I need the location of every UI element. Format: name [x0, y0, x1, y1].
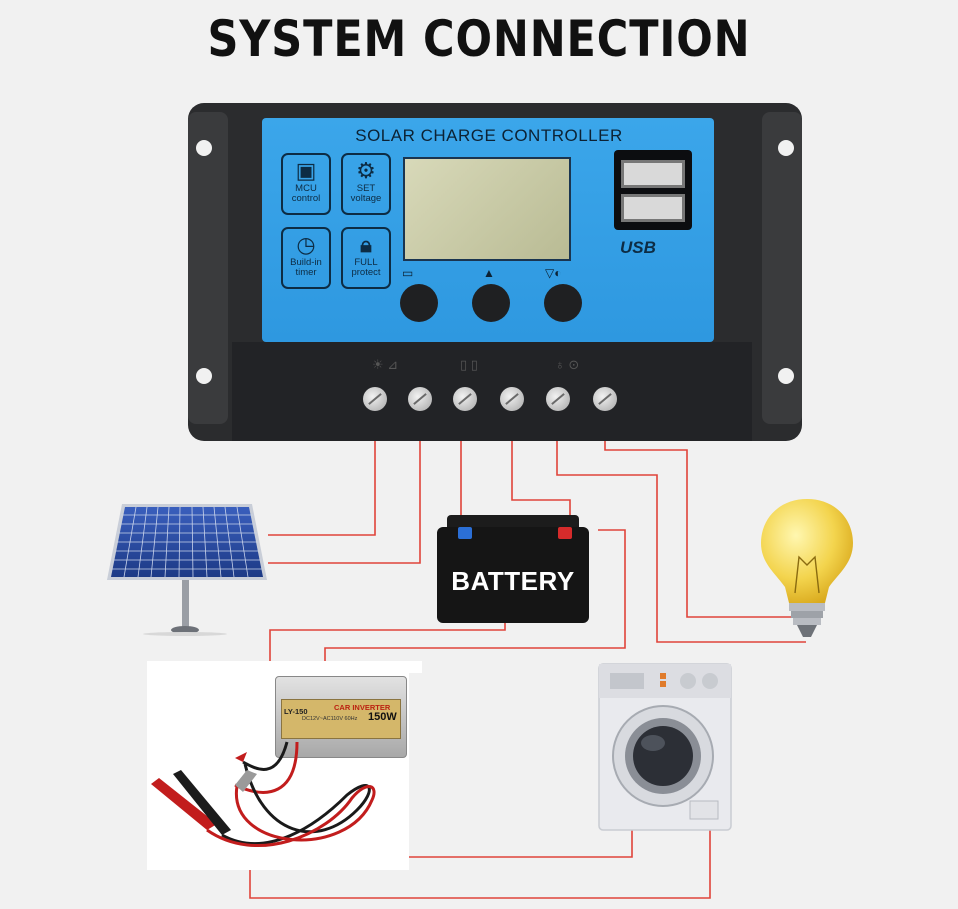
terminal-block — [232, 342, 752, 441]
clamp-icon — [151, 752, 257, 835]
down-button[interactable] — [544, 284, 582, 322]
wire-solar-positive — [268, 400, 376, 536]
feature-line1: MCU — [295, 183, 317, 194]
battery-positive-terminal — [558, 527, 572, 539]
terminal-screw — [453, 387, 477, 411]
feature-mcu-control: ▣ MCU control — [281, 153, 331, 215]
controller-label: SOLAR CHARGE CONTROLLER — [355, 126, 623, 145]
battery-terminal-icon: ▯ ▯ — [460, 357, 478, 372]
inverter-spec: DC12V~AC110V 60Hz — [302, 716, 358, 722]
chip-icon: ▣ — [295, 158, 317, 183]
terminal-screw — [500, 387, 524, 411]
feature-line1: FULL — [354, 257, 378, 268]
feature-line2: voltage — [350, 193, 382, 204]
wire-washer-2 — [249, 830, 711, 899]
wire-washer-1 — [409, 830, 633, 858]
page-title: SYSTEM CONNECTION — [207, 10, 751, 68]
feature-line1: Build-in — [290, 257, 322, 268]
up-arrow-icon: ▲ — [483, 266, 495, 280]
inverter-cables — [151, 741, 376, 847]
feature-full-protect: 🔒︎ FULL protect — [341, 227, 391, 289]
solar-panel-icon — [107, 504, 267, 636]
mounting-hole — [778, 368, 794, 384]
up-button[interactable] — [472, 284, 510, 322]
mounting-hole — [778, 140, 794, 156]
lcd-display — [403, 157, 571, 261]
wire-inverter-positive — [324, 529, 626, 662]
usb-port[interactable] — [621, 194, 685, 222]
battery — [437, 527, 589, 623]
menu-icon: ▭ — [402, 266, 414, 280]
terminal-screw — [546, 387, 570, 411]
mounting-hole — [196, 368, 212, 384]
wire-load-positive — [556, 400, 806, 643]
lock-icon: 🔒︎ — [360, 232, 372, 257]
usb-label: USB — [620, 238, 656, 257]
usb-port[interactable] — [621, 160, 685, 188]
feature-line2: control — [291, 193, 321, 204]
inverter-image-background — [275, 661, 422, 673]
terminal-screw — [408, 387, 432, 411]
feature-line2: timer — [295, 267, 317, 278]
menu-button[interactable] — [400, 284, 438, 322]
load-terminal-icon: ♁ ⊙ — [555, 357, 580, 372]
clock-icon: ◷ — [296, 232, 316, 257]
gear-icon: ⚙ — [356, 158, 376, 183]
feature-set-voltage: ⚙ SET voltage — [341, 153, 391, 215]
battery-negative-terminal — [458, 527, 472, 539]
battery-label: BATTERY — [451, 566, 575, 596]
inverter-name: CAR INVERTER — [334, 703, 391, 712]
mounting-hole — [196, 140, 212, 156]
solar-terminal-icon: ☀ ⊿ — [372, 357, 399, 372]
washing-machine-icon — [598, 663, 732, 831]
inverter-label-panel — [281, 699, 401, 739]
terminal-screw — [363, 387, 387, 411]
inverter-model: LY-150 — [284, 707, 308, 716]
inverter-power: 150W — [368, 711, 397, 723]
feature-line1: SET — [356, 183, 376, 194]
light-bulb-icon — [761, 499, 853, 637]
wire-solar-negative — [268, 400, 421, 564]
feature-line2: protect — [351, 267, 381, 278]
down-arrow-icon: ▽◐ — [545, 266, 562, 280]
feature-build-in-timer: ◷ Build-in timer — [281, 227, 331, 289]
terminal-screw — [593, 387, 617, 411]
